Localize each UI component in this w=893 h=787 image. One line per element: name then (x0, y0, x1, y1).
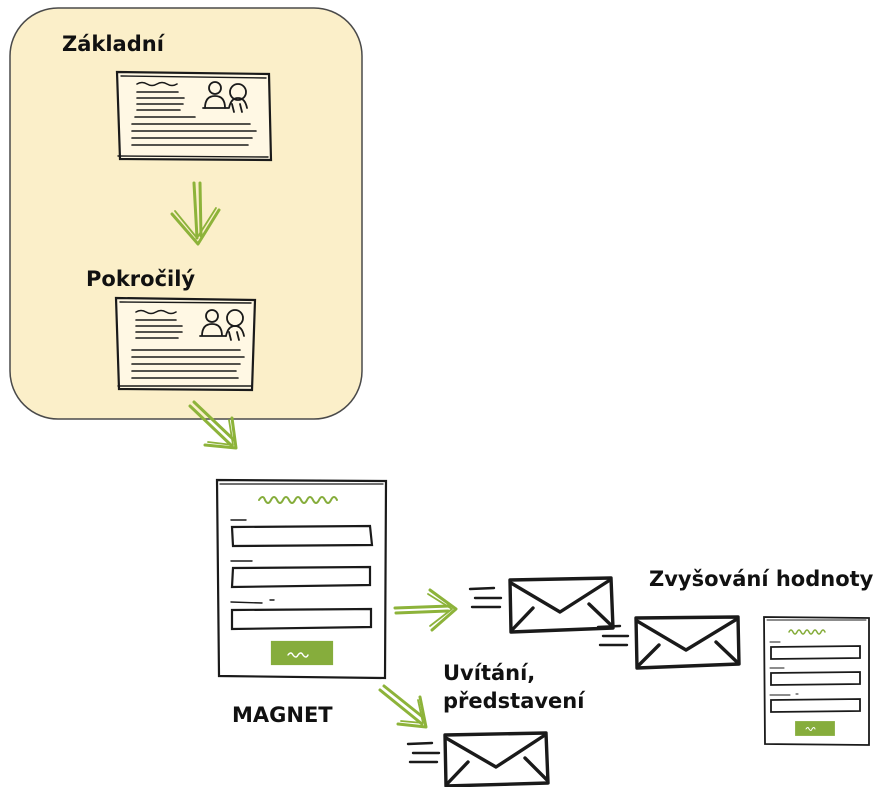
document-icon-basic (115, 70, 273, 162)
arrow-icon-to-envelope-top (393, 588, 458, 632)
label-welcome-line2: představení (443, 689, 585, 713)
label-magnet: MAGNET (232, 703, 333, 727)
envelope-icon-bottom (406, 731, 550, 787)
label-advanced: Pokročilý (86, 267, 196, 291)
arrow-icon-down (170, 181, 221, 246)
form-icon-small (763, 616, 870, 746)
label-welcome-line1: Uvítání, (443, 661, 536, 685)
arrow-icon-to-envelope-bottom (378, 684, 428, 729)
arrow-icon-to-magnet (188, 400, 238, 450)
document-icon-advanced (114, 296, 257, 392)
label-value: Zvyšování hodnoty (649, 567, 874, 591)
funnel-panel (9, 7, 363, 420)
label-basic: Základní (62, 32, 164, 56)
envelope-icon-welcome (468, 576, 615, 634)
envelope-icon-value (596, 615, 741, 670)
form-icon-magnet (215, 478, 388, 680)
